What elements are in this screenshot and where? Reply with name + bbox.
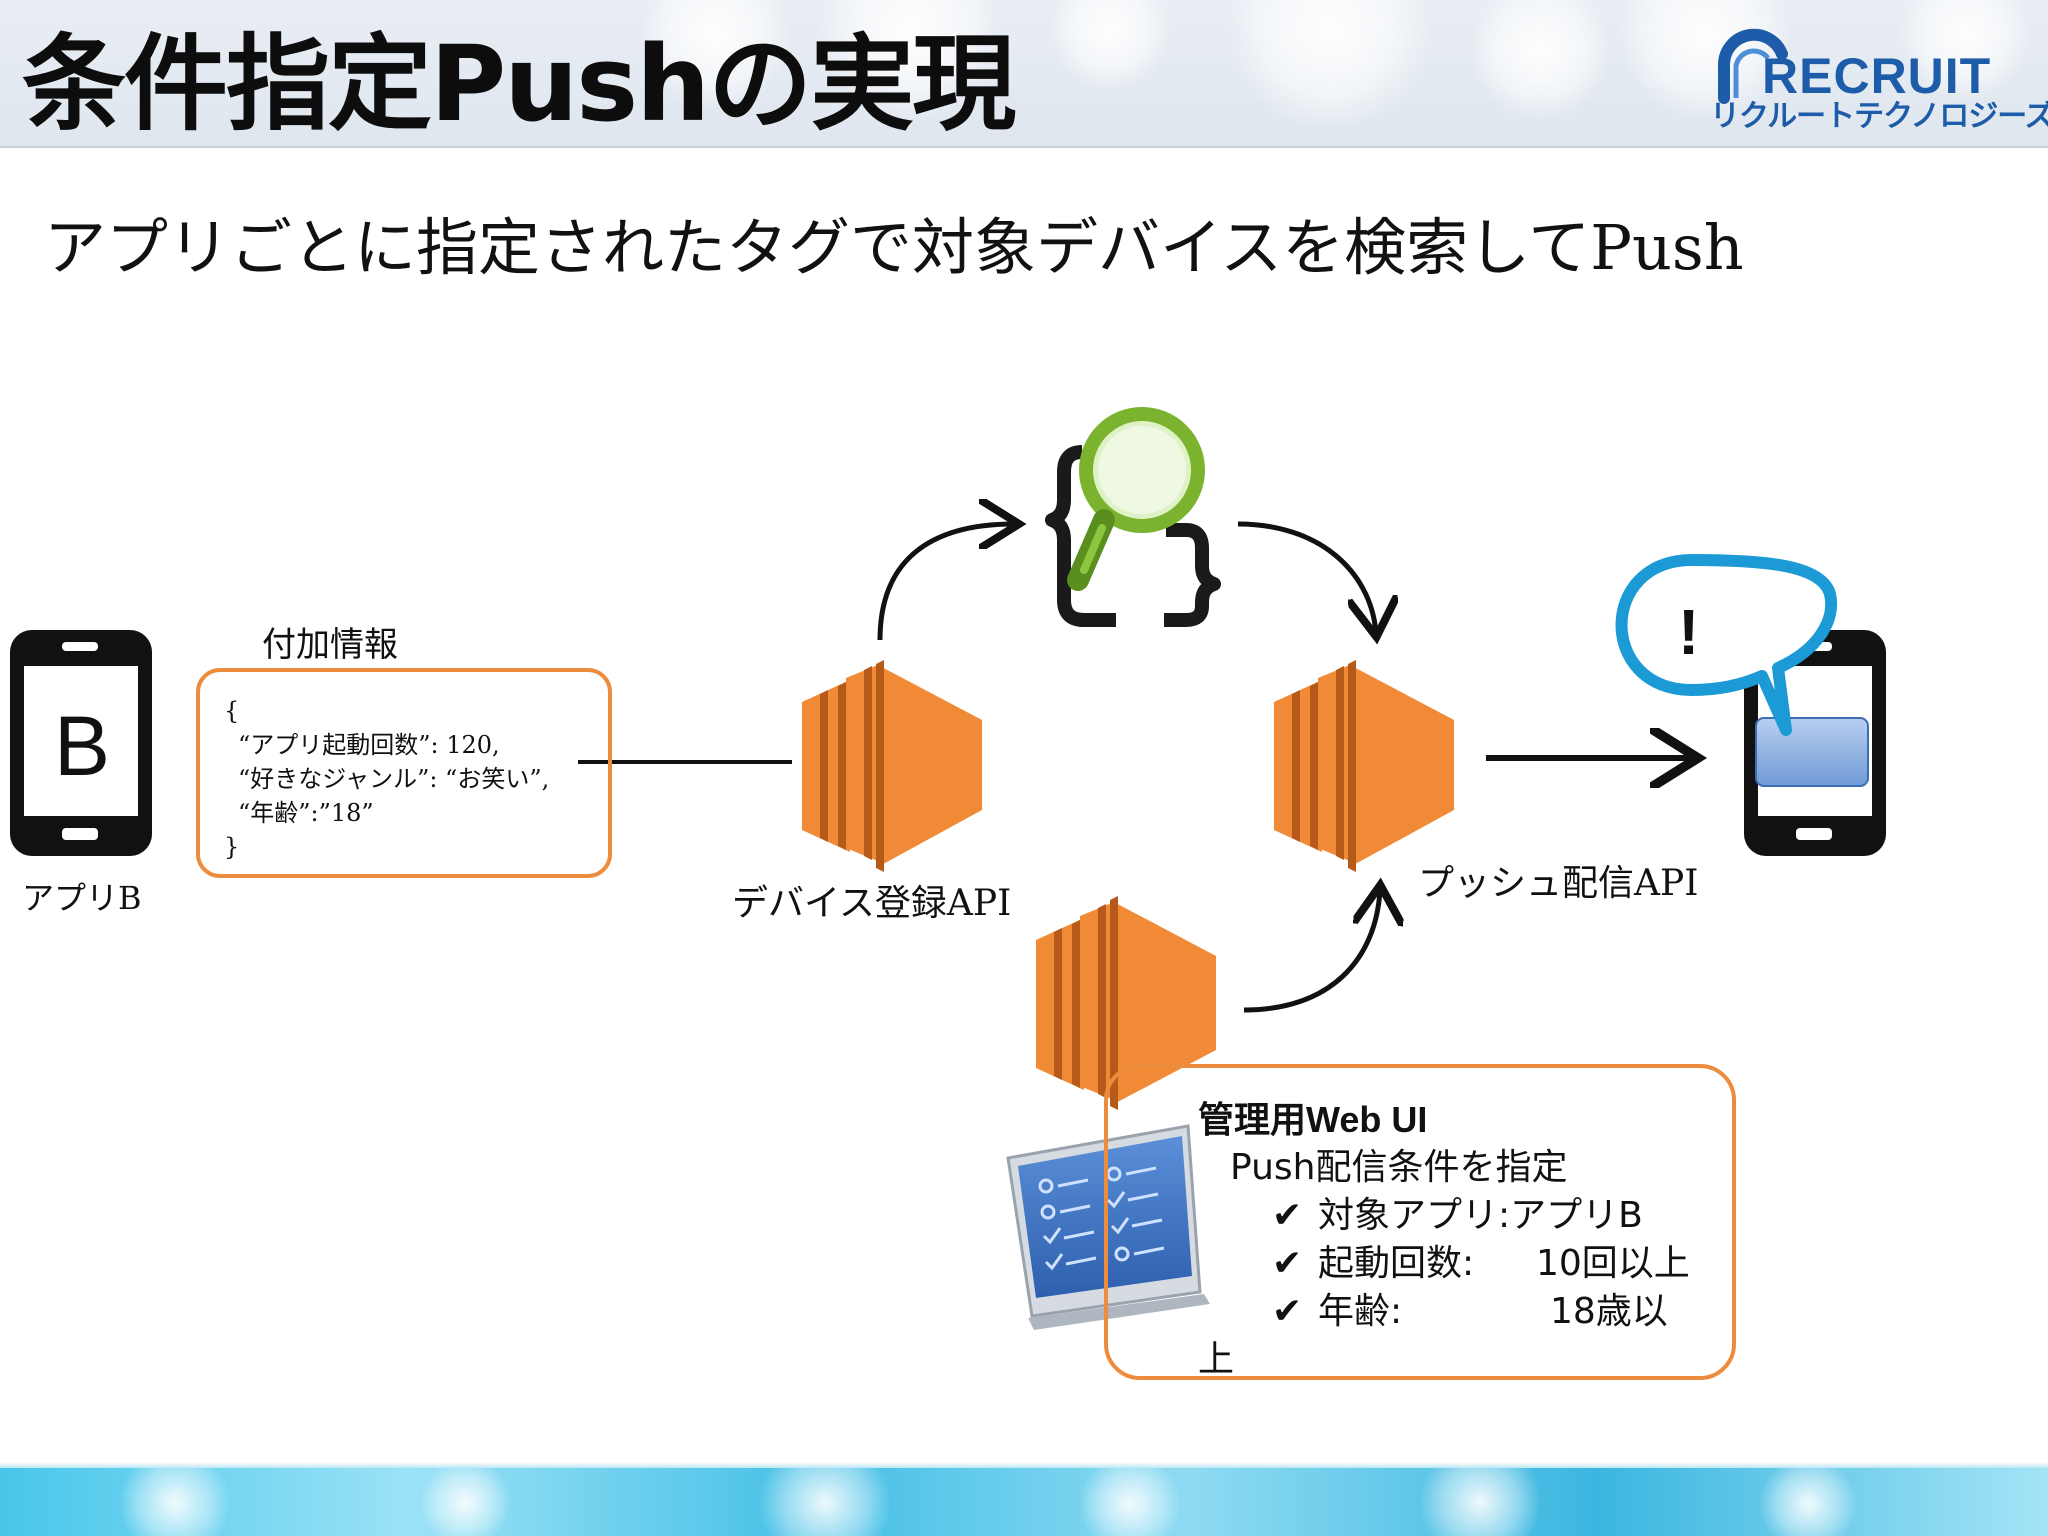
check-icon: ✔ <box>1272 1291 1303 1332</box>
payload-line: } <box>224 833 240 861</box>
server-icon <box>1036 896 1216 1110</box>
bokeh-decoration <box>1080 1468 1180 1536</box>
footer-divider <box>0 1462 2048 1468</box>
admin-ui-box <box>1104 1064 1736 1380</box>
push-api-label: プッシュ配信API <box>1418 863 1699 904</box>
condition-key: 起動回数: <box>1318 1243 1475 1284</box>
check-icon: ✔ <box>1272 1243 1303 1284</box>
condition-key: 年齢: <box>1318 1291 1403 1332</box>
payload-title: 付加情報 <box>262 625 398 665</box>
condition-value: 10回以上 <box>1536 1243 1690 1284</box>
condition-value: 18歳以 <box>1550 1291 1668 1332</box>
header-divider <box>0 146 2048 148</box>
admin-title: 管理用Web UI <box>1198 1099 1428 1140</box>
company-logo: RECRUIT リクルートテクノロジーズ <box>1702 22 2048 142</box>
phone-app-letter: B <box>53 699 111 793</box>
search-code-icon <box>1045 407 1221 627</box>
alert-mark: ! <box>1678 596 1700 668</box>
smartphone-icon <box>10 630 152 856</box>
payload-box <box>196 668 612 878</box>
payload-line: “好きなジャンル”: “お笑い”, <box>238 765 550 793</box>
payload-line: { <box>224 697 240 725</box>
bokeh-decoration <box>1900 0 2030 100</box>
arrow-to-search <box>877 524 1014 641</box>
server-icon <box>1274 660 1454 872</box>
header-band <box>0 0 2048 148</box>
bokeh-decoration <box>120 1468 230 1536</box>
admin-subtitle: Push配信条件を指定 <box>1230 1147 1568 1188</box>
device-api-label: デバイス登録API <box>732 883 1012 924</box>
payload-line: “年齢”:”18” <box>238 799 374 827</box>
bokeh-decoration <box>1760 1468 1856 1536</box>
condition-item: ✔ 起動回数: 10回以上 <box>1272 1242 1690 1286</box>
bokeh-decoration <box>420 1468 510 1536</box>
phone-label: アプリB <box>22 879 142 917</box>
footer-band <box>0 1468 2048 1536</box>
condition-wrap-char: 上 <box>1198 1339 1235 1380</box>
page-title: 条件指定Pushの実現 <box>22 23 1016 145</box>
arrow-from-search <box>1237 521 1376 632</box>
logo-word: RECRUIT <box>1762 48 1992 104</box>
payload-json: { “アプリ起動回数”: 120, “好きなジャンル”: “お笑い”, “年齢”… <box>224 694 549 864</box>
condition-item: ✔ 対象アプリ:アプリB <box>1272 1194 1643 1238</box>
slide-subtitle: アプリごとに指定されたタグで対象デバイスを検索してPush <box>44 211 1744 284</box>
logo-subtext: リクルートテクノロジーズ <box>1710 100 2048 133</box>
speech-bubble-icon <box>1615 554 1838 736</box>
condition-item: ✔ 年齢: 18歳以 <box>1272 1290 1668 1334</box>
server-icon <box>802 660 982 872</box>
condition-key: 対象アプリ:アプリB <box>1318 1195 1643 1236</box>
check-icon: ✔ <box>1272 1195 1303 1236</box>
bokeh-decoration <box>1470 0 1610 120</box>
payload-line: “アプリ起動回数”: 120, <box>238 731 500 759</box>
arrow-admin-to-push <box>1243 890 1380 1013</box>
logo-arc-icon <box>1718 28 1788 104</box>
bokeh-decoration <box>1420 1468 1540 1536</box>
bokeh-decoration <box>760 1468 890 1536</box>
